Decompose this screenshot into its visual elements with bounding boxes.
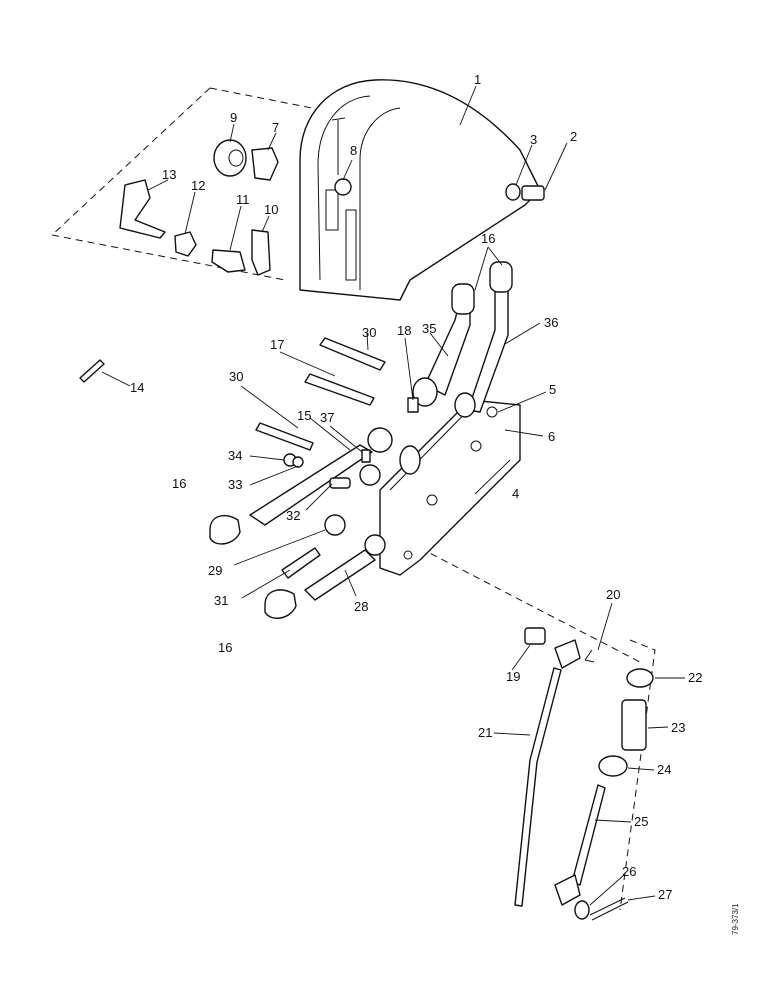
label-17: 17: [270, 337, 284, 352]
bolt-washer-part: [505, 183, 545, 201]
label-37: 37: [320, 410, 334, 425]
control-levers: [412, 261, 513, 418]
label-35: 35: [422, 321, 436, 336]
reference-code: 79-373/1: [731, 903, 740, 935]
label-4: 4: [512, 486, 519, 501]
main-bracket-part: [379, 397, 521, 576]
lower-linkage: [514, 627, 654, 921]
label-14: 14: [130, 380, 144, 395]
label-22: 22: [688, 670, 702, 685]
label-10: 10: [264, 202, 278, 217]
label-8: 8: [350, 143, 357, 158]
label-9: 9: [230, 110, 237, 125]
leader-lines: [101, 85, 685, 906]
label-24: 24: [657, 762, 671, 777]
label-11: 11: [236, 192, 250, 207]
cover-part: [299, 79, 541, 301]
label-34: 34: [228, 448, 242, 463]
label-21: 21: [478, 725, 492, 740]
label-27: 27: [658, 887, 672, 902]
label-19: 19: [506, 669, 520, 684]
label-16-upper: 16: [481, 231, 495, 246]
knob-fittings: [213, 139, 352, 196]
label-5: 5: [549, 382, 556, 397]
label-23: 23: [671, 720, 685, 735]
label-12: 12: [191, 178, 205, 193]
label-7: 7: [272, 120, 279, 135]
label-33: 33: [228, 477, 242, 492]
label-29: 29: [208, 563, 222, 578]
label-31: 31: [214, 593, 228, 608]
label-25: 25: [634, 814, 648, 829]
label-3: 3: [530, 132, 537, 147]
cotter-pin-part: [79, 359, 105, 383]
label-26: 26: [622, 864, 636, 879]
small-fittings-upper-left: [119, 179, 271, 276]
label-36: 36: [544, 315, 558, 330]
label-18: 18: [397, 323, 411, 338]
label-15: 15: [297, 408, 311, 423]
loose-knobs: [209, 514, 297, 619]
label-32: 32: [286, 508, 300, 523]
label-2: 2: [570, 129, 577, 144]
label-16-left: 16: [172, 476, 186, 491]
label-6: 6: [548, 429, 555, 444]
label-28: 28: [354, 599, 368, 614]
part-number-labels: 1 2 3 4 5 6 7 8 9 10 11 12 13 14 15 16 1…: [130, 72, 702, 902]
label-20: 20: [606, 587, 620, 602]
label-16-lower: 16: [218, 640, 232, 655]
label-1: 1: [474, 72, 481, 87]
label-30-upper: 30: [362, 325, 376, 340]
label-13: 13: [162, 167, 176, 182]
small-parts-center: [281, 397, 419, 579]
label-30-left: 30: [229, 369, 243, 384]
arms: [249, 427, 421, 601]
shafts: [255, 337, 386, 451]
dashed-group-outlines: [50, 87, 656, 911]
